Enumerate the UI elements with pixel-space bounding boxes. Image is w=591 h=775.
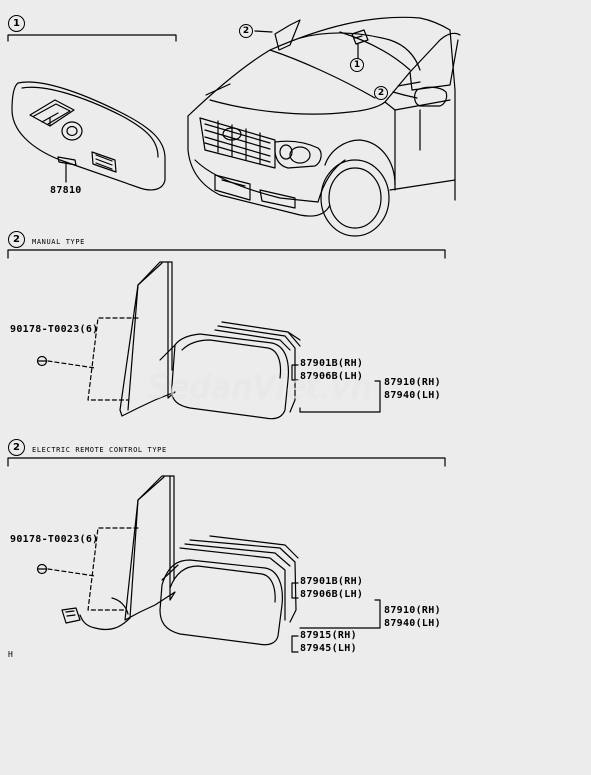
manual-section-title: MANUAL TYPE bbox=[32, 238, 85, 246]
electric-section-number: 2 bbox=[8, 439, 25, 456]
section1-bracket bbox=[7, 34, 177, 42]
vehicle-drawing bbox=[187, 16, 461, 237]
inner-mirror-part-number: 87810 bbox=[50, 185, 82, 196]
manual-screw-part-number: 90178-T0023(6) bbox=[10, 324, 99, 335]
manual-cover-lh: 87906B(LH) bbox=[300, 371, 364, 382]
manual-assy-lh: 87940(LH) bbox=[384, 390, 441, 401]
electric-glass-rh: 87915(RH) bbox=[300, 630, 357, 641]
watermark: SedanViet.vn bbox=[148, 368, 373, 406]
section1-number: 1 bbox=[8, 15, 25, 32]
electric-glass-lh: 87945(LH) bbox=[300, 643, 357, 654]
manual-mirror-drawing bbox=[36, 261, 381, 420]
manual-cover-rh: 87901B(RH) bbox=[300, 358, 364, 369]
electric-cover-lh: 87906B(LH) bbox=[300, 589, 364, 600]
electric-assy-lh: 87940(LH) bbox=[384, 618, 441, 629]
manual-bracket bbox=[7, 249, 446, 259]
manual-section-number: 2 bbox=[8, 231, 25, 248]
vehicle-callout-door-mirror: 2 bbox=[374, 86, 388, 100]
electric-section-title: ELECTRIC REMOTE CONTROL TYPE bbox=[32, 446, 167, 454]
electric-assy-rh: 87910(RH) bbox=[384, 605, 441, 616]
footer-mark: H bbox=[8, 650, 14, 659]
electric-cover-rh: 87901B(RH) bbox=[300, 576, 364, 587]
vehicle-callout-mirror: 2 bbox=[239, 24, 253, 38]
manual-assy-rh: 87910(RH) bbox=[384, 377, 441, 388]
electric-screw-part-number: 90178-T0023(6) bbox=[10, 534, 99, 545]
electric-bracket bbox=[7, 457, 446, 467]
vehicle-callout-inner-mirror: 1 bbox=[350, 58, 364, 72]
inner-mirror-drawing bbox=[11, 81, 166, 191]
electric-mirror-drawing bbox=[36, 475, 381, 653]
